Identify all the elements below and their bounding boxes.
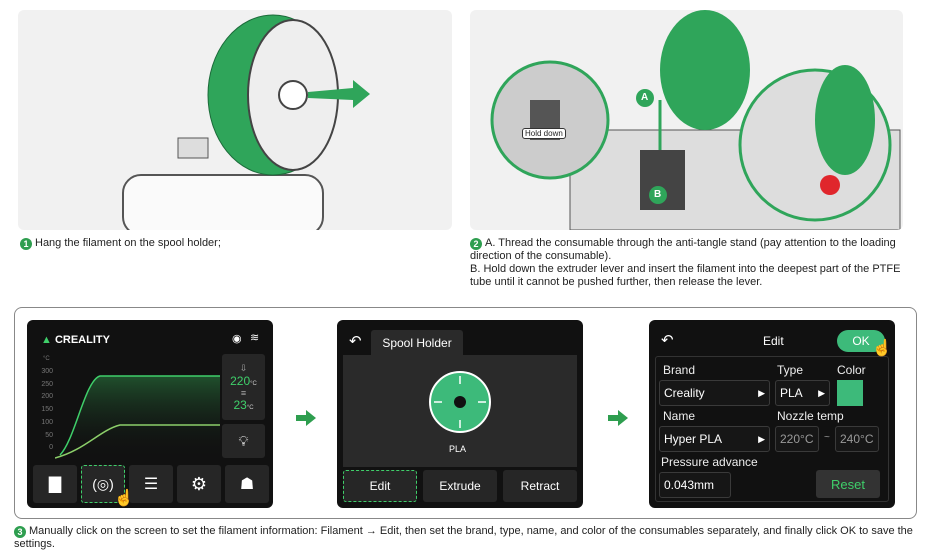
spool-holder-illustration-svg	[122, 14, 370, 230]
hold-down-label: Hold down	[522, 128, 566, 139]
pressure-advance-input[interactable]: 0.043mm	[659, 472, 731, 498]
retract-button[interactable]: Retract	[503, 470, 577, 502]
gear-icon: ⚙	[190, 473, 208, 494]
ok-button[interactable]: OK	[837, 330, 885, 352]
step-number: 2	[470, 238, 482, 250]
temperature-panel[interactable]: ⇩ 220°C ≡ 23°C	[222, 354, 265, 420]
arrow-right-icon	[608, 410, 628, 426]
sliders-icon: ☰	[143, 476, 159, 493]
pressure-advance-label: Pressure advance	[661, 455, 758, 469]
folder-icon: ▇	[48, 476, 62, 493]
edit-form	[655, 356, 889, 502]
assistant-button[interactable]: ☗	[225, 465, 269, 503]
step-text-a: A. Thread the consumable through the ant…	[470, 237, 896, 262]
bed-temp-line	[55, 424, 220, 459]
lightbulb-icon: 💡︎	[238, 432, 249, 449]
back-icon[interactable]: ↶	[661, 332, 674, 349]
arrow-right-icon	[296, 410, 316, 426]
nozzle-max-input[interactable]: 240°C	[835, 426, 879, 452]
nozzle-temp-line	[59, 375, 220, 456]
step-text: Hang the filament on the spool holder;	[35, 237, 221, 249]
range-separator: ~	[824, 432, 830, 443]
step-text-b: B. Hold down the extruder lever and inse…	[470, 263, 901, 288]
spool-area: PLA	[343, 355, 577, 467]
tab-spool-holder[interactable]: Spool Holder	[371, 330, 463, 355]
name-label: Name	[663, 409, 696, 423]
screen-steps-frame	[14, 307, 917, 519]
label-b: B	[654, 189, 662, 200]
color-swatch[interactable]	[837, 380, 863, 406]
material-label: PLA	[449, 444, 467, 454]
bed-temp: 23	[233, 397, 247, 412]
filament-button[interactable]: (◎)	[81, 465, 125, 503]
extrude-button[interactable]: Extrude	[423, 470, 497, 502]
files-button[interactable]: ▇	[33, 465, 77, 503]
brand-label: Brand	[663, 363, 696, 377]
filament-spool-icon: (◎)	[92, 475, 114, 492]
nozzle-temp: 220	[230, 373, 251, 388]
step-number: 1	[20, 238, 32, 250]
robot-icon: ☗	[239, 476, 255, 493]
spool-icon[interactable]	[428, 370, 492, 434]
color-label: Color	[837, 363, 866, 377]
light-button[interactable]: 💡︎	[222, 424, 265, 458]
bed-icon: ≡	[240, 387, 247, 398]
spool-holder-illustration	[18, 10, 452, 230]
edit-button[interactable]: Edit	[343, 470, 417, 502]
nozzle-min-input[interactable]: 220°C	[775, 426, 819, 452]
hand-pointer-icon: ☝	[872, 340, 892, 357]
extruder-illustration: Hold down A B	[470, 10, 903, 230]
edit-screen: ↶ Edit OK Brand Type Color Creality▶ PLA…	[649, 320, 895, 508]
nozzle-temp-label: Nozzle temp	[777, 409, 844, 423]
label-a: A	[641, 92, 649, 103]
hand-pointer-icon: ☝	[114, 490, 134, 507]
temperature-graph	[55, 375, 220, 460]
brand-select[interactable]: Creality▶	[659, 380, 770, 406]
extruder-illustration-svg	[490, 10, 901, 230]
nozzle-icon: ⇩	[239, 362, 248, 373]
step-text: Manually click on the screen to set the …	[14, 525, 913, 550]
type-select[interactable]: PLA▶	[775, 380, 830, 406]
name-select[interactable]: Hyper PLA▶	[659, 426, 770, 452]
screen-title: Edit	[763, 334, 784, 348]
settings-sliders-button[interactable]: ☰	[129, 465, 173, 503]
back-icon[interactable]: ↶	[349, 333, 362, 350]
step-number: 3	[14, 526, 26, 538]
camera-icon[interactable]: ◉	[232, 333, 242, 345]
axis-unit: °C	[43, 356, 50, 362]
type-label: Type	[777, 363, 804, 377]
reset-button[interactable]: Reset	[816, 470, 880, 498]
system-settings-button[interactable]: ⚙	[177, 465, 221, 503]
creality-logo: ▲ CREALITY	[41, 334, 110, 346]
filament-screen: ↶ Spool Holder PLA Edit Extrude Retract	[337, 320, 583, 508]
wifi-icon[interactable]: ≋	[250, 332, 260, 344]
